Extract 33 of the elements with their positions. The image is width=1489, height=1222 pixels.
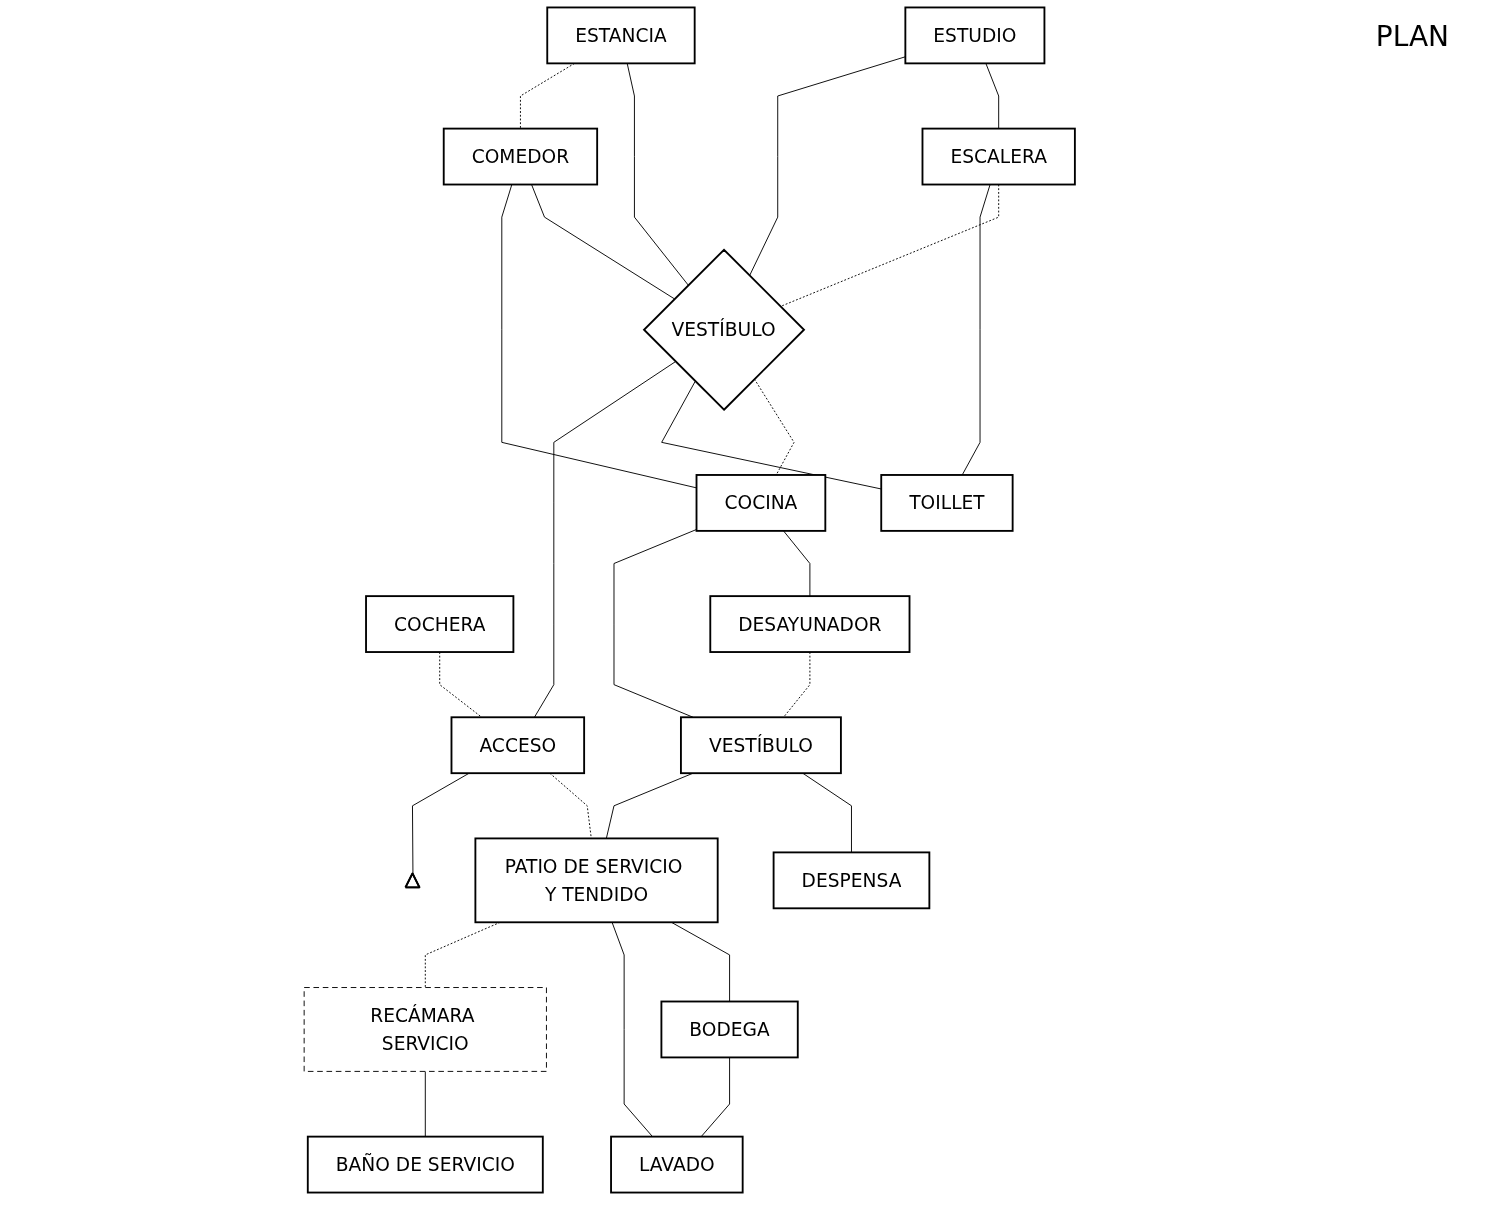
connector [534,361,677,718]
connector [501,184,698,489]
node-box: DESPENSA [773,851,931,910]
node-box: ACCESO [451,716,586,775]
connector [783,530,811,597]
connector [627,62,690,286]
node-box: ESTUDIO [904,6,1046,65]
node-box: VESTÍBULO [680,716,843,775]
connector [614,529,698,718]
connector [671,921,731,1002]
connector [962,184,992,476]
connector [549,772,593,839]
node-box: LAVADO [610,1135,745,1194]
node-box: ESCALERA [922,127,1077,186]
node-box: COCINA [696,474,827,532]
connector [612,921,654,1138]
node-diamond: VESTÍBULO [643,248,806,412]
node-box: DESAYUNADOR [709,595,911,653]
node-box: BODEGA [660,1000,800,1059]
node-box: RECÁMARA SERVICIO [304,987,548,1072]
plan-label: PLAN [1375,20,1449,53]
node-box: BAÑO DE SERVICIO [307,1135,545,1194]
node-box: TOILLET [880,474,1015,532]
connector [425,1070,427,1138]
connector [780,184,1000,307]
node-box: COMEDOR [443,127,599,186]
connector [701,1056,731,1138]
node-box: COCHERA [365,595,515,653]
node-box: PATIO DE SERVICIO Y TENDIDO [474,837,720,924]
connector [531,184,676,300]
node-box: ESTANCIA [546,6,697,65]
connector [985,62,1000,130]
connector [802,772,853,853]
